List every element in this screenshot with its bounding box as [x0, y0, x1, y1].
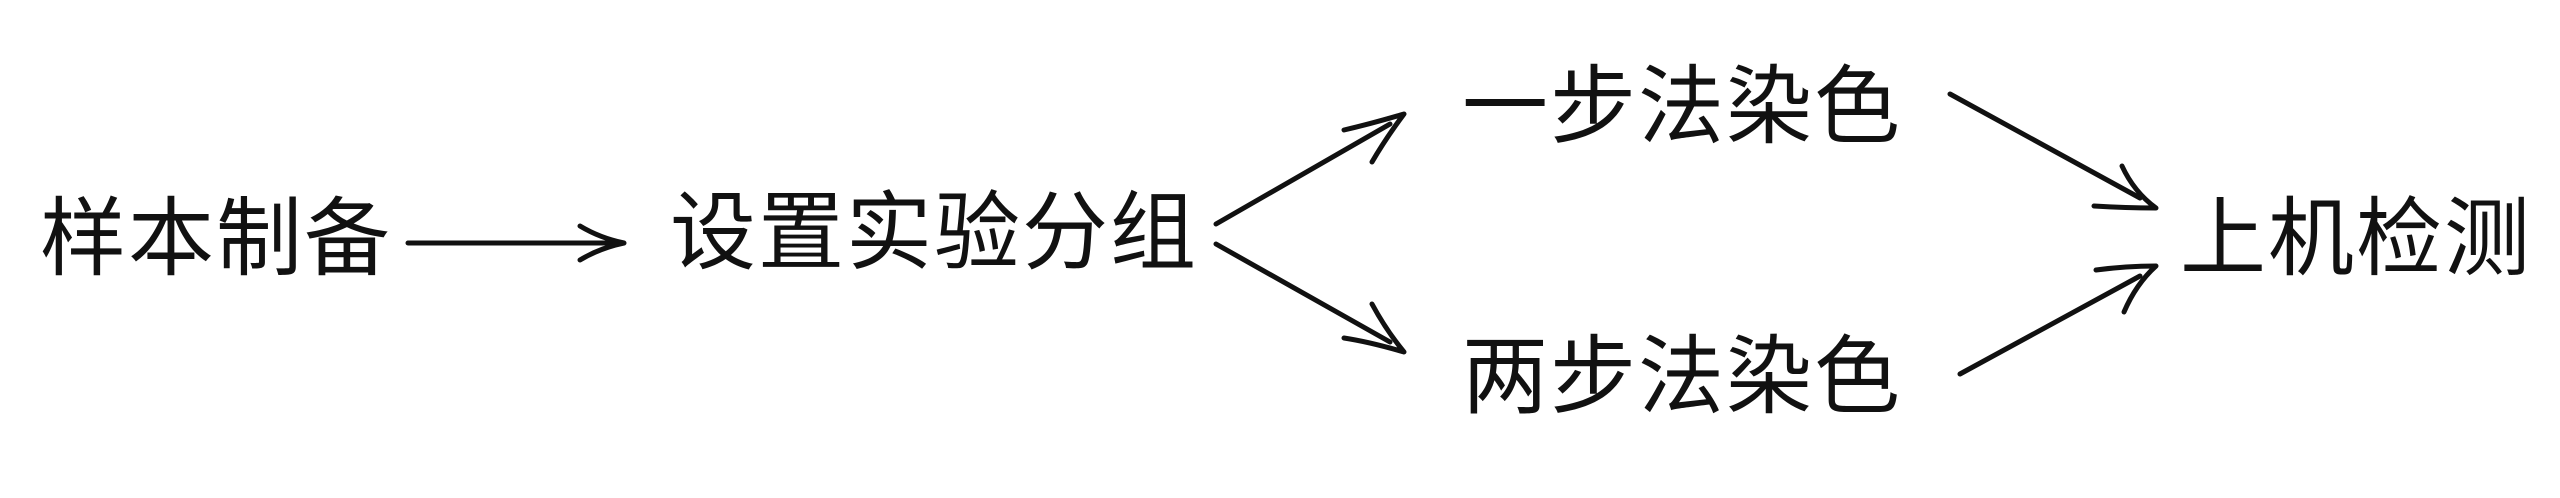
- node-two-step-staining: 两步法染色: [1462, 327, 1902, 427]
- node-experiment-grouping: 设置实验分组: [670, 183, 1198, 283]
- node-one-step-staining: 一步法染色: [1462, 57, 1902, 157]
- arrow-grouping-to-two-step: [1213, 241, 1407, 355]
- node-instrument-detection: 上机检测: [2180, 189, 2532, 289]
- arrow-grouping-to-one-step: [1213, 111, 1407, 227]
- arrow-one-step-to-detection: [1947, 91, 2159, 211]
- node-sample-preparation: 样本制备: [40, 189, 392, 289]
- arrow-prep-to-grouping: [405, 223, 627, 263]
- arrow-two-step-to-detection: [1957, 263, 2159, 377]
